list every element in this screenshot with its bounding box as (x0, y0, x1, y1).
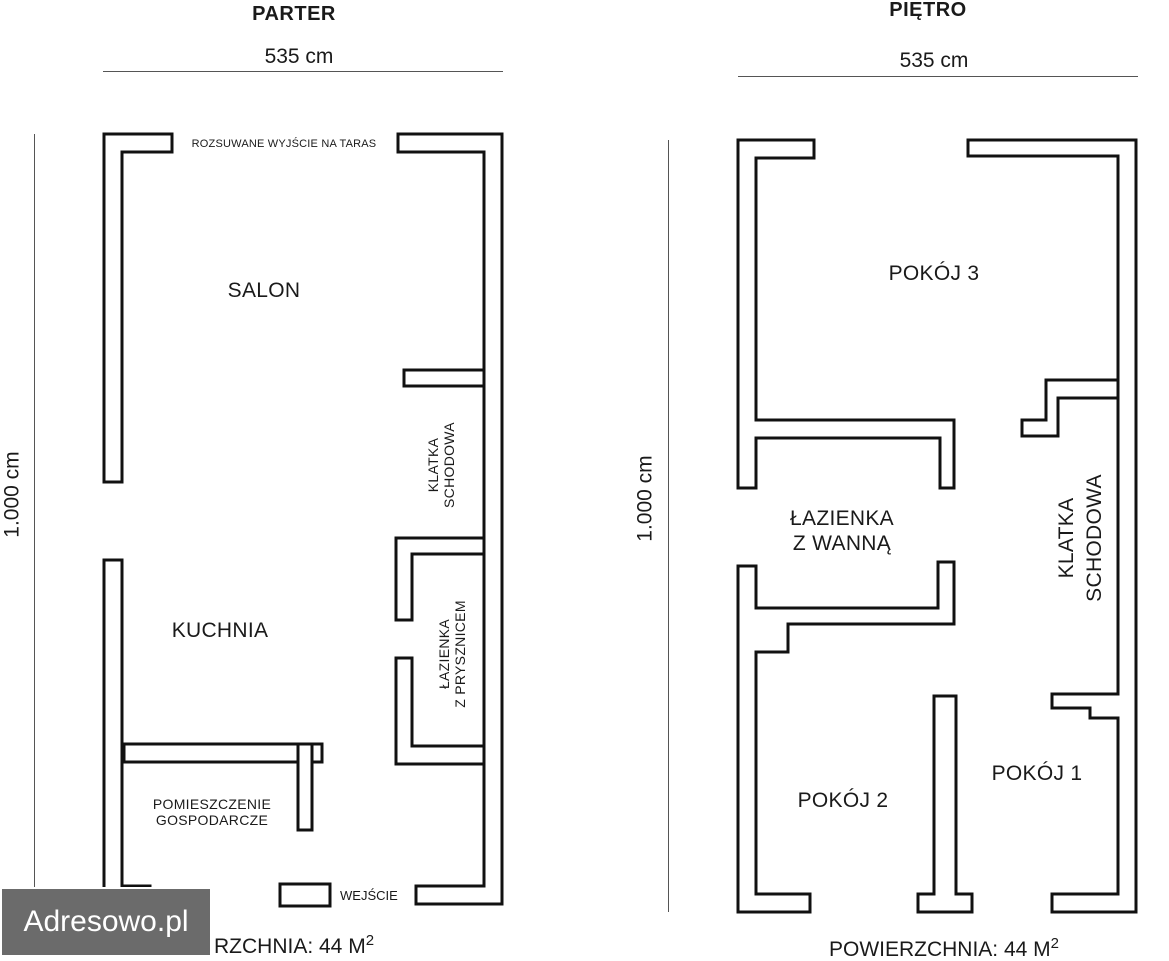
parter-area-sup: 2 (365, 932, 375, 949)
room-pietro-klatka: KLATKA SCHODOWA (1053, 466, 1109, 610)
pomieszczenie-line2: GOSPODARCZE (155, 812, 269, 828)
parter-wall-top-left (102, 132, 174, 484)
parter-wall-pantry-h (122, 742, 324, 764)
parter-height-line (34, 134, 35, 906)
room-pokoj2: POKÓJ 2 (797, 789, 889, 812)
pietro-wall-left-lower (736, 560, 956, 914)
pietro-width-line (738, 76, 1138, 77)
parter-wall-pantry-v (296, 742, 314, 832)
room-parter-lazienka: ŁAZIENKA Z PRYSZNICEM (436, 594, 470, 714)
pietro-height-label: 1.000 cm (633, 455, 657, 542)
room-parter-klatka: KLATKA SCHODOWA (425, 415, 459, 515)
pietro-area-sup: 2 (1050, 935, 1060, 952)
parter-wall-right (396, 132, 504, 906)
pietro-klatka-line1: KLATKA (1055, 497, 1078, 579)
parter-lazienka-line2: Z PRYSZNICEM (452, 600, 468, 708)
pietro-wall-top-right (966, 138, 1138, 914)
pietro-area-text: POWIERZCHNIA: 44 M (828, 938, 1051, 961)
parter-lazienka-line1: ŁAZIENKA (436, 618, 452, 690)
room-pokoj3: POKÓJ 3 (888, 262, 980, 285)
pietro-lazienka-line1: ŁAZIENKA (790, 507, 894, 530)
parter-area-text: RZCHNIA: 44 M (214, 935, 366, 958)
room-pokoj1: POKÓJ 1 (991, 762, 1083, 785)
room-kuchnia: KUCHNIA (171, 619, 269, 642)
parter-sliding-exit-label: ROZSUWANE WYJŚCIE NA TARAS (191, 138, 377, 150)
room-pietro-lazienka: ŁAZIENKA Z WANNĄ (768, 506, 916, 556)
parter-wall-stair (402, 368, 486, 388)
parter-wall-bath-lower (394, 656, 486, 766)
pietro-wall-stair (1020, 378, 1120, 438)
room-salon: SALON (227, 279, 301, 302)
parter-width-label: 535 cm (264, 45, 334, 68)
parter-wall-bath-upper (394, 536, 486, 622)
parter-wall-entrance (278, 882, 332, 908)
parter-title: PARTER (252, 3, 336, 25)
parter-area: RZCHNIA: 44 M2 (214, 933, 374, 957)
pietro-lazienka-line2: Z WANNĄ (792, 532, 892, 555)
pietro-wall-divider (916, 694, 974, 914)
parter-height-label: 1.000 cm (0, 451, 24, 538)
parter-entrance-label: WEJŚCIE (340, 888, 398, 903)
pietro-klatka-line2: SCHODOWA (1083, 474, 1106, 602)
pietro-title: PIĘTRO (889, 0, 967, 21)
parter-klatka-line1: KLATKA (425, 437, 441, 493)
pietro-width-label: 535 cm (899, 49, 969, 72)
pietro-wall-top-left (736, 138, 956, 490)
parter-width-line (103, 71, 503, 72)
parter-wall-left-lower (102, 558, 152, 906)
parter-klatka-line2: SCHODOWA (441, 422, 457, 508)
pietro-height-line (668, 140, 669, 912)
pietro-area: POWIERZCHNIA: 44 M2 (829, 936, 1059, 960)
room-pomieszczenie: POMIESZCZENIE GOSPODARCZE (152, 796, 272, 828)
adresowo-watermark: Adresowo.pl (0, 887, 212, 957)
pomieszczenie-line1: POMIESZCZENIE (152, 796, 272, 812)
